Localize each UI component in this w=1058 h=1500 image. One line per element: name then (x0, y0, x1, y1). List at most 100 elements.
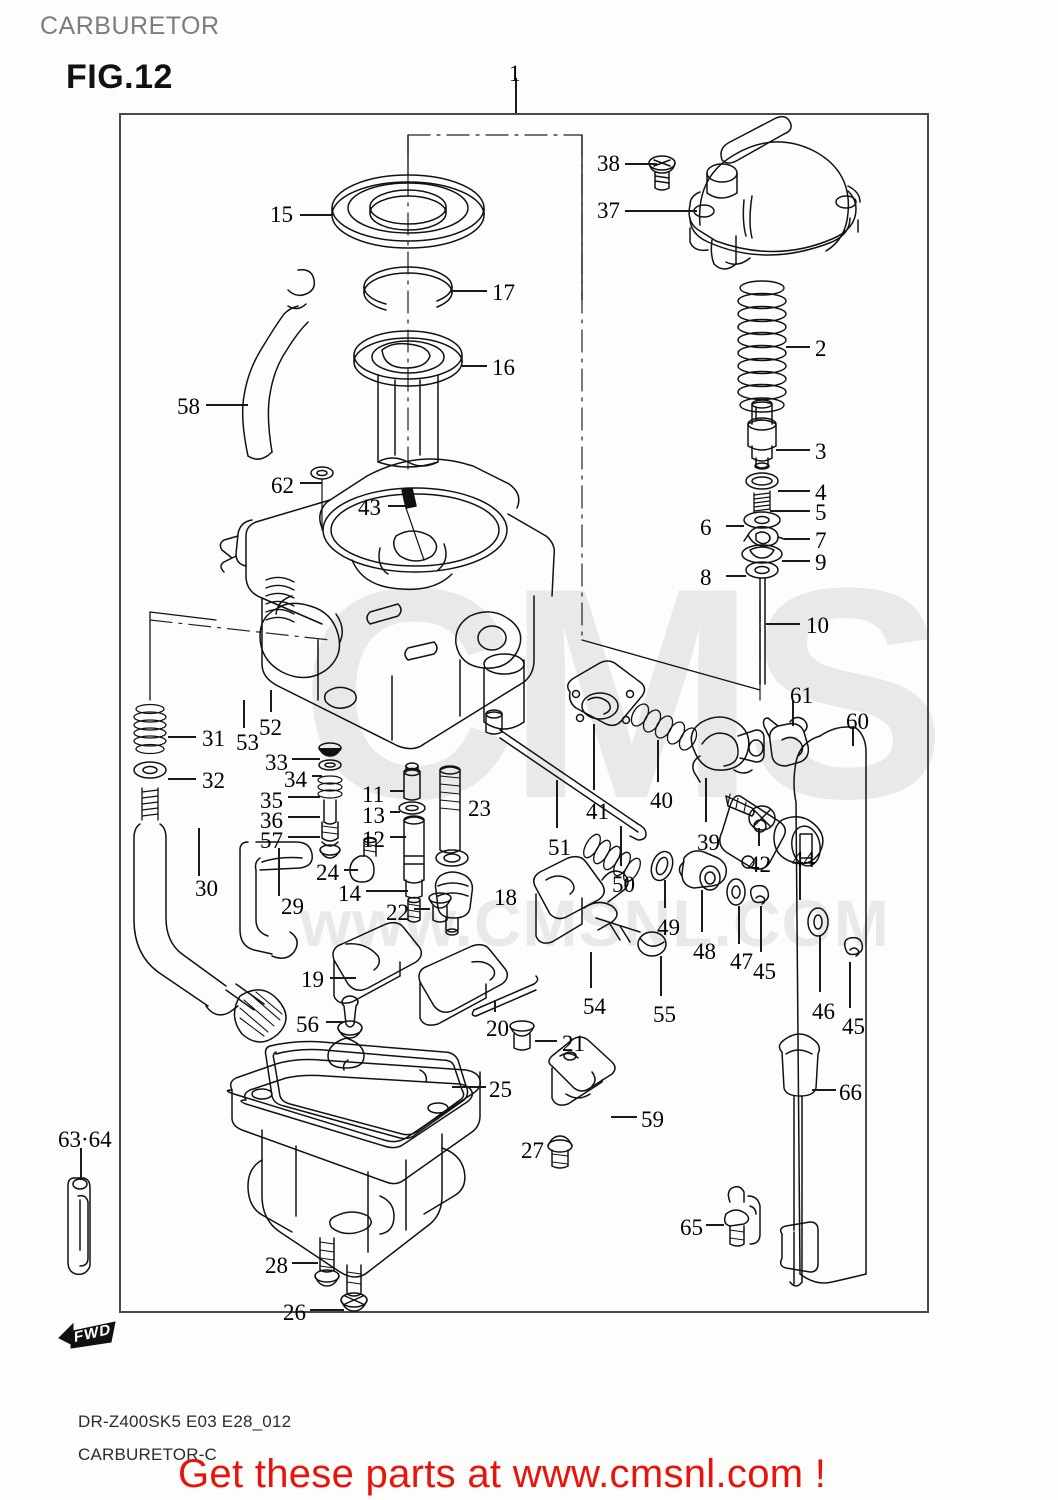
callout-piston-valve: 16 (492, 355, 515, 380)
callout-o-ring: 4 (815, 480, 827, 505)
leader-37 (625, 210, 697, 212)
callout-jet-needle: 10 (806, 613, 829, 638)
page-category-title: CARBURETOR (40, 12, 220, 40)
leader-1 (515, 78, 517, 113)
callout-needle-jet-holder: 23 (468, 796, 491, 821)
leader-53 (243, 700, 245, 728)
callout-screw: 21 (562, 1031, 585, 1056)
callout-spring: 5 (815, 500, 827, 525)
leader-61 (792, 700, 794, 726)
callout-drain-plug: 65 (680, 1215, 703, 1240)
leader-50 (620, 826, 622, 866)
callout-o-ring: 62 (271, 473, 294, 498)
callout-nut: 48 (693, 939, 716, 964)
callout-screw: 26 (283, 1300, 306, 1325)
callout-starter-plunger: 54 (583, 994, 606, 1019)
leader-7 (784, 538, 810, 540)
leader-19 (330, 977, 356, 979)
callout-o-ring: 49 (657, 915, 680, 940)
callout-o-ring: 13 (362, 803, 385, 828)
footer-model-code: DR-Z400SK5 E03 E28_012 (78, 1412, 292, 1431)
leader-5 (770, 510, 810, 512)
callout-spring: 50 (612, 872, 635, 897)
leader-58 (206, 404, 248, 406)
callout-screw: 42 (748, 852, 771, 877)
leader-34 (312, 775, 322, 777)
callout-nut: 33 (265, 750, 288, 775)
callout-gasket: 41 (586, 799, 609, 824)
callout-e-clip: 45 (842, 1014, 865, 1039)
callout-o-ring: 32 (202, 768, 225, 793)
callout-valve-seat: 24 (316, 860, 339, 885)
leader-16 (462, 365, 487, 367)
leader-38 (625, 163, 657, 165)
leader-31 (168, 736, 196, 738)
leader-44 (799, 862, 801, 900)
leader-4 (778, 490, 810, 492)
callout-bracket: 63·64 (58, 1127, 112, 1152)
leader-52 (270, 690, 272, 712)
leader-45b (849, 962, 851, 1008)
leader-63-64 (80, 1148, 82, 1180)
callout-washer: 6 (700, 515, 712, 540)
leader-40 (657, 740, 659, 782)
callout-spring: 31 (202, 726, 225, 751)
callout-needle-valve-set: 18 (494, 885, 517, 910)
callout-carburetor-assembly: 1 (509, 61, 521, 86)
leader-36 (288, 816, 320, 818)
callout-heater-lead: 66 (839, 1080, 862, 1105)
callout-hose: 60 (846, 709, 869, 734)
leader-54 (590, 952, 592, 988)
leader-47 (738, 906, 740, 944)
leader-10 (766, 623, 800, 625)
leader-17 (452, 290, 487, 292)
callout-clamp: 56 (296, 1012, 319, 1037)
leader-8 (726, 575, 746, 577)
callout-starter-lever: 39 (697, 830, 720, 855)
leader-49 (664, 880, 666, 908)
leader-3 (776, 449, 810, 451)
callout-float-chamber-gasket: 25 (489, 1077, 512, 1102)
callout-piston-spring: 2 (815, 336, 827, 361)
callout-washer: 34 (284, 767, 307, 792)
leader-66 (812, 1089, 836, 1091)
leader-59 (611, 1116, 637, 1118)
callout-clip: 61 (790, 683, 813, 708)
callout-float-pin: 20 (486, 1016, 509, 1041)
leader-35 (288, 796, 320, 798)
callout-e-clip: 45 (753, 959, 776, 984)
callout-spring: 40 (650, 788, 673, 813)
leader-13 (390, 811, 400, 813)
callout-pilot-jet: 11 (362, 782, 385, 807)
leader-39 (705, 778, 707, 822)
leader-42 (758, 828, 760, 846)
callout-screw: 43 (358, 495, 381, 520)
callout-washer: 9 (815, 550, 827, 575)
callout-ring: 17 (492, 280, 515, 305)
leader-43 (388, 505, 406, 507)
callout-screw: 52 (259, 715, 282, 740)
callout-float: 19 (301, 967, 324, 992)
leader-6 (726, 525, 744, 527)
leader-56 (326, 1021, 344, 1023)
leader-55 (660, 956, 662, 996)
callout-washer: 8 (700, 565, 712, 590)
callout-washer: 47 (730, 949, 753, 974)
callout-needle-holder: 3 (815, 439, 827, 464)
callout-main-jet: 14 (338, 881, 361, 906)
leader-41 (593, 724, 595, 790)
fwd-arrow-icon (58, 1321, 116, 1349)
leader-51 (556, 780, 558, 828)
callout-throttle-lever: 44 (792, 847, 815, 872)
footer-diagram-name: CARBURETOR-C (78, 1445, 218, 1464)
callout-screw: 55 (653, 1002, 676, 1027)
callout-screw: 28 (265, 1253, 288, 1278)
callout-spring: 35 (260, 788, 283, 813)
callout-cable-holder: 59 (641, 1107, 664, 1132)
leader-22 (414, 908, 430, 910)
leader-15 (300, 214, 332, 216)
leader-2 (786, 346, 810, 348)
callout-screw: 38 (597, 151, 620, 176)
callout-drain-hose: 30 (195, 876, 218, 901)
